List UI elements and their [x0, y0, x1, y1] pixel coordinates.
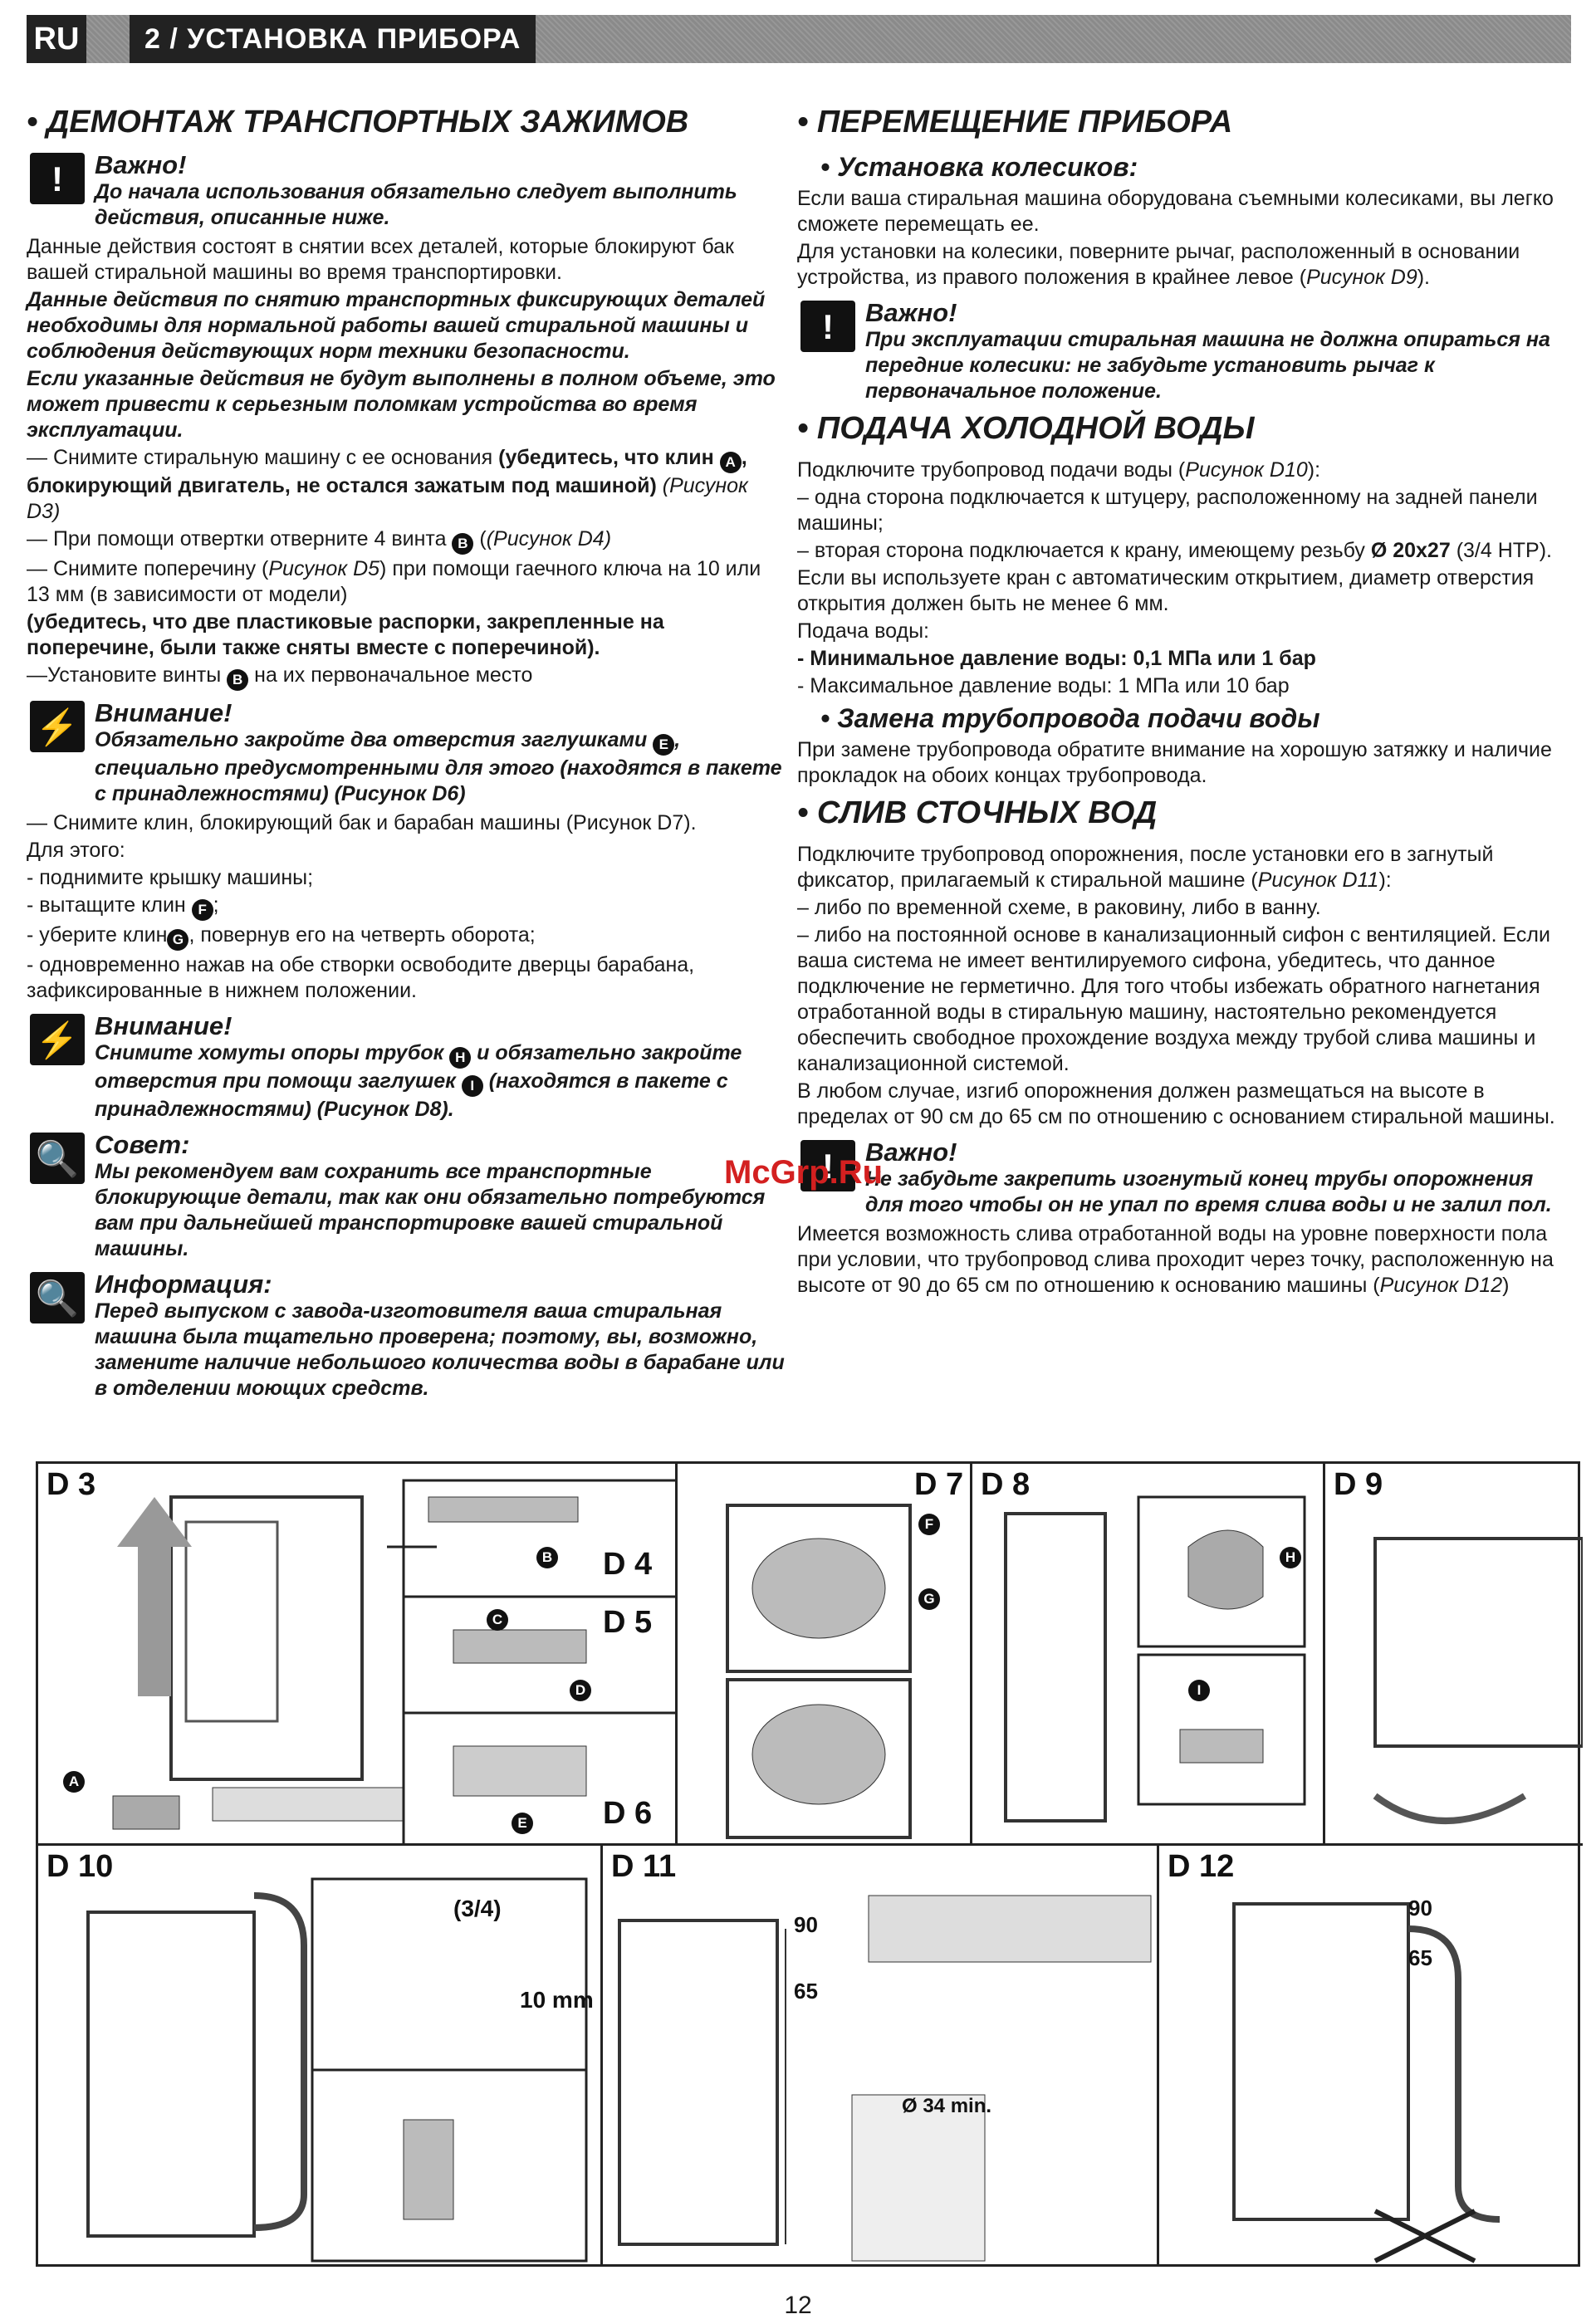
magnifier-icon: 🔍 [30, 1272, 85, 1323]
figure-d7: D 7 F G [678, 1464, 972, 1846]
heading-transport-locks: • ДЕМОНТАЖ ТРАНСПОРТНЫХ ЗАЖИМОВ [27, 105, 689, 139]
section-title: 2 / УСТАНОВКА ПРИБОРА [130, 15, 536, 63]
marker-a: A [719, 452, 742, 473]
tip-notice: 🔍 Совет: Мы рекомендуем вам сохранить вс… [27, 1131, 786, 1262]
marker-e: E [653, 734, 675, 756]
attention-notice-2: ⚡ Внимание! Снимите хомуты опоры трубок … [27, 1012, 786, 1123]
lightning-icon: ⚡ [30, 701, 85, 752]
heading-moving: • ПЕРЕМЕЩЕНИЕ ПРИБОРА [797, 105, 1233, 139]
warning-icon: ! [800, 1140, 855, 1191]
marker-f: F [191, 899, 213, 921]
magnifier-icon: 🔍 [30, 1133, 85, 1184]
figure-d11: D 11 90 65 Ø 34 min. [603, 1846, 1159, 2264]
marker-b: B [452, 533, 474, 555]
washer-illustration [112, 1479, 675, 1843]
heading-drain: • СЛИВ СТОЧНЫХ ВОД [797, 795, 1158, 830]
warning-icon: ! [30, 153, 85, 204]
step-unscrew: — При помощи отвертки отверните 4 винта … [27, 526, 786, 555]
header-bar: RU 2 / УСТАНОВКА ПРИБОРА [27, 15, 1571, 63]
page-number: 12 [784, 2292, 812, 2319]
heading-cold-water: • ПОДАЧА ХОЛОДНОЙ ВОДЫ [797, 411, 1255, 446]
step-screws-back: —Установите винты B на их первоначальное… [27, 663, 786, 691]
important-notice: ! Важно! До начала использования обязате… [27, 151, 786, 231]
right-column: • ПЕРЕМЕЩЕНИЕ ПРИБОРА • Установка колеси… [797, 98, 1569, 1300]
step-remove-base: — Снимите стиральную машину с ее основан… [27, 446, 748, 523]
figure-d3: D 3 D 4 D 5 D 6 A B C D E [38, 1464, 678, 1846]
marker-h: H [449, 1047, 472, 1069]
important-notice-2: ! Важно! При эксплуатации стиральная маш… [797, 299, 1569, 404]
lightning-icon: ⚡ [30, 1014, 85, 1065]
figure-d8: D 8 H I [972, 1464, 1325, 1846]
attention-notice-1: ⚡ Внимание! Обязательно закройте два отв… [27, 699, 786, 807]
figure-d10: D 10 (3/4) 10 mm [38, 1846, 603, 2264]
figure-d12: D 12 90 65 [1159, 1846, 1583, 2264]
language-badge: RU [27, 15, 86, 63]
figure-d9: D 9 [1325, 1464, 1583, 1846]
figure-panel: D 3 D 4 D 5 D 6 A B C D E D 7 F G D 8 H … [36, 1461, 1583, 2267]
marker-i: I [461, 1075, 483, 1097]
important-notice-3: ! Важно! Не забудьте закрепить изогнутый… [797, 1138, 1569, 1218]
warning-icon: ! [800, 301, 855, 352]
left-column: • ДЕМОНТАЖ ТРАНСПОРТНЫХ ЗАЖИМОВ ! Важно!… [27, 98, 786, 1405]
info-notice: 🔍 Информация: Перед выпуском с завода-из… [27, 1270, 786, 1402]
step-crossbar: — Снимите поперечину (Рисунок D5) при по… [27, 557, 761, 606]
watermark: McGrp.Ru [724, 1154, 884, 1191]
marker-g: G [167, 929, 189, 951]
